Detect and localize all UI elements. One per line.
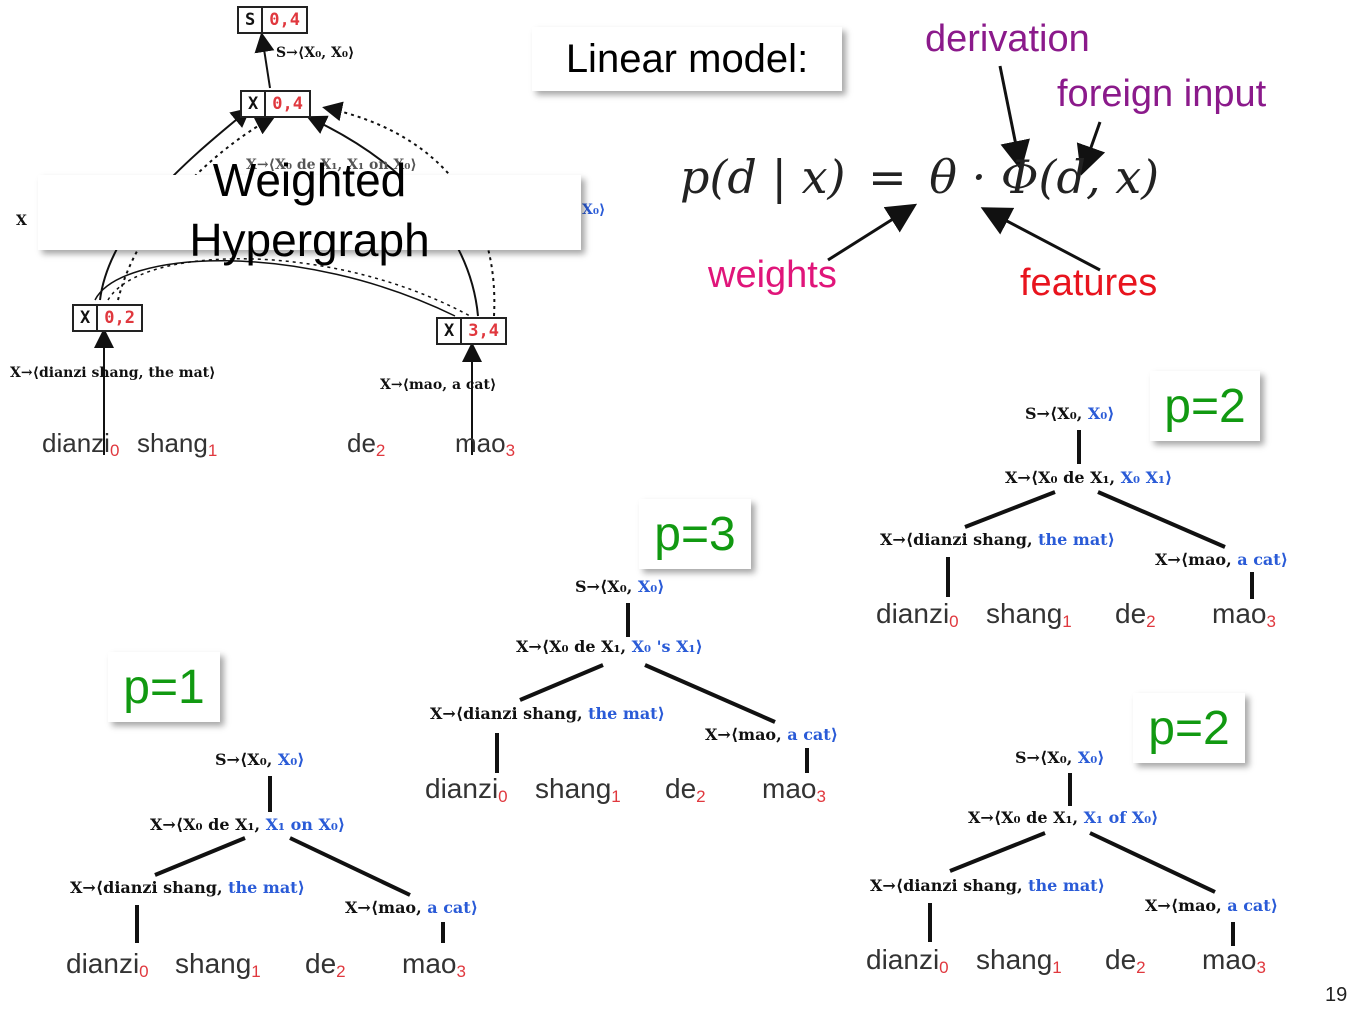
word-dianzi: dianzi0 [866, 944, 949, 977]
word-dianzi: dianzi0 [876, 598, 959, 631]
rule-mid: X→⟨X₀ de X₁, X₁ on X₀⟩ [150, 815, 346, 834]
formula: p(d | x) = θ · Φ(d, x) [680, 150, 1159, 204]
rule-left: X→⟨dianzi shang, the mat⟩ [430, 704, 665, 723]
arrow-derivation [998, 65, 1030, 171]
formula-lhs: p(d | x) [680, 150, 846, 204]
hg-edge-root [254, 32, 275, 89]
hg-rule-left-partial: X [16, 213, 27, 229]
rule-left: X→⟨dianzi shang, the mat⟩ [70, 878, 305, 897]
probability-badge: p=2 [1133, 693, 1245, 763]
tree-p2a-lines [946, 430, 1254, 599]
probability-badge: p=3 [639, 499, 751, 569]
rule-root: S→⟨X₀, X₀⟩ [1015, 748, 1105, 767]
word-mao: mao3 [762, 773, 826, 806]
arrow-weights [827, 203, 918, 262]
weighted-hypergraph-label: Weighted Hypergraph [189, 153, 430, 266]
word-shang: shang1 [986, 598, 1072, 631]
arrow-features [980, 207, 1101, 272]
hg-edge-a [94, 259, 456, 317]
word-shang: shang1 [976, 944, 1062, 977]
hg-rule-leaf-right: X→⟨mao, a cat⟩ [380, 377, 497, 393]
hg-rule-right-partial: X₀⟩ [582, 202, 606, 218]
word-de: de2 [305, 948, 346, 981]
tree-p1-lines [135, 776, 445, 943]
hg-word-shang: shang1 [137, 428, 218, 460]
word-de: de2 [1115, 598, 1156, 631]
rule-left: X→⟨dianzi shang, the mat⟩ [870, 876, 1105, 895]
rule-right: X→⟨mao, a cat⟩ [705, 725, 838, 744]
linear-model-label: Linear model: [565, 36, 809, 81]
word-dianzi: dianzi0 [66, 948, 149, 981]
annotation-foreign-input: foreign input [1057, 73, 1267, 115]
hg-rule-mid: X→⟨X₀ de X₁, X₁ on X₀⟩ [246, 157, 417, 173]
word-mao: mao3 [1212, 598, 1276, 631]
probability-badge: p=1 [108, 652, 220, 722]
hg-rule-top: S→⟨X₀, X₀⟩ [276, 45, 355, 61]
rule-mid: X→⟨X₀ de X₁, X₀ X₁⟩ [1005, 468, 1173, 487]
linear-model-box: Linear model: [532, 27, 842, 91]
rule-right: X→⟨mao, a cat⟩ [1155, 550, 1288, 569]
slide-number: 19 [1325, 984, 1348, 1006]
tree-p2b-lines [928, 773, 1235, 946]
rule-mid: X→⟨X₀ de X₁, X₀ 's X₁⟩ [516, 637, 703, 656]
word-mao: mao3 [1202, 944, 1266, 977]
probability-badge: p=2 [1150, 371, 1260, 441]
annotation-features: features [1020, 262, 1158, 304]
formula-eq: = [868, 150, 907, 204]
rule-right: X→⟨mao, a cat⟩ [1145, 896, 1278, 915]
hg-word-dianzi: dianzi0 [42, 428, 120, 460]
weighted-hypergraph-callout: Weighted Hypergraph [38, 154, 581, 266]
rule-mid: X→⟨X₀ de X₁, X₁ of X₀⟩ [968, 808, 1159, 827]
hg-word-mao: mao3 [455, 428, 516, 460]
word-mao: mao3 [402, 948, 466, 981]
word-shang: shang1 [175, 948, 261, 981]
rule-right: X→⟨mao, a cat⟩ [345, 898, 478, 917]
tree-p3-lines [495, 603, 809, 773]
word-dianzi: dianzi0 [425, 773, 508, 806]
word-shang: shang1 [535, 773, 621, 806]
word-de: de2 [665, 773, 706, 806]
rule-left: X→⟨dianzi shang, the mat⟩ [880, 530, 1115, 549]
rule-root: S→⟨X₀, X₀⟩ [1025, 404, 1115, 423]
rule-root: S→⟨X₀, X₀⟩ [575, 577, 665, 596]
rule-root: S→⟨X₀, X₀⟩ [215, 750, 305, 769]
formula-rhs: θ · Φ(d, x) [929, 150, 1160, 204]
hg-rule-leaf-left: X→⟨dianzi shang, the mat⟩ [10, 365, 216, 381]
arrow-foreign-input [1076, 121, 1106, 176]
hg-edge-b [107, 258, 471, 317]
hg-word-de: de2 [347, 428, 386, 460]
word-de: de2 [1105, 944, 1146, 977]
annotation-derivation: derivation [925, 18, 1090, 60]
annotation-weights: weights [708, 254, 837, 296]
